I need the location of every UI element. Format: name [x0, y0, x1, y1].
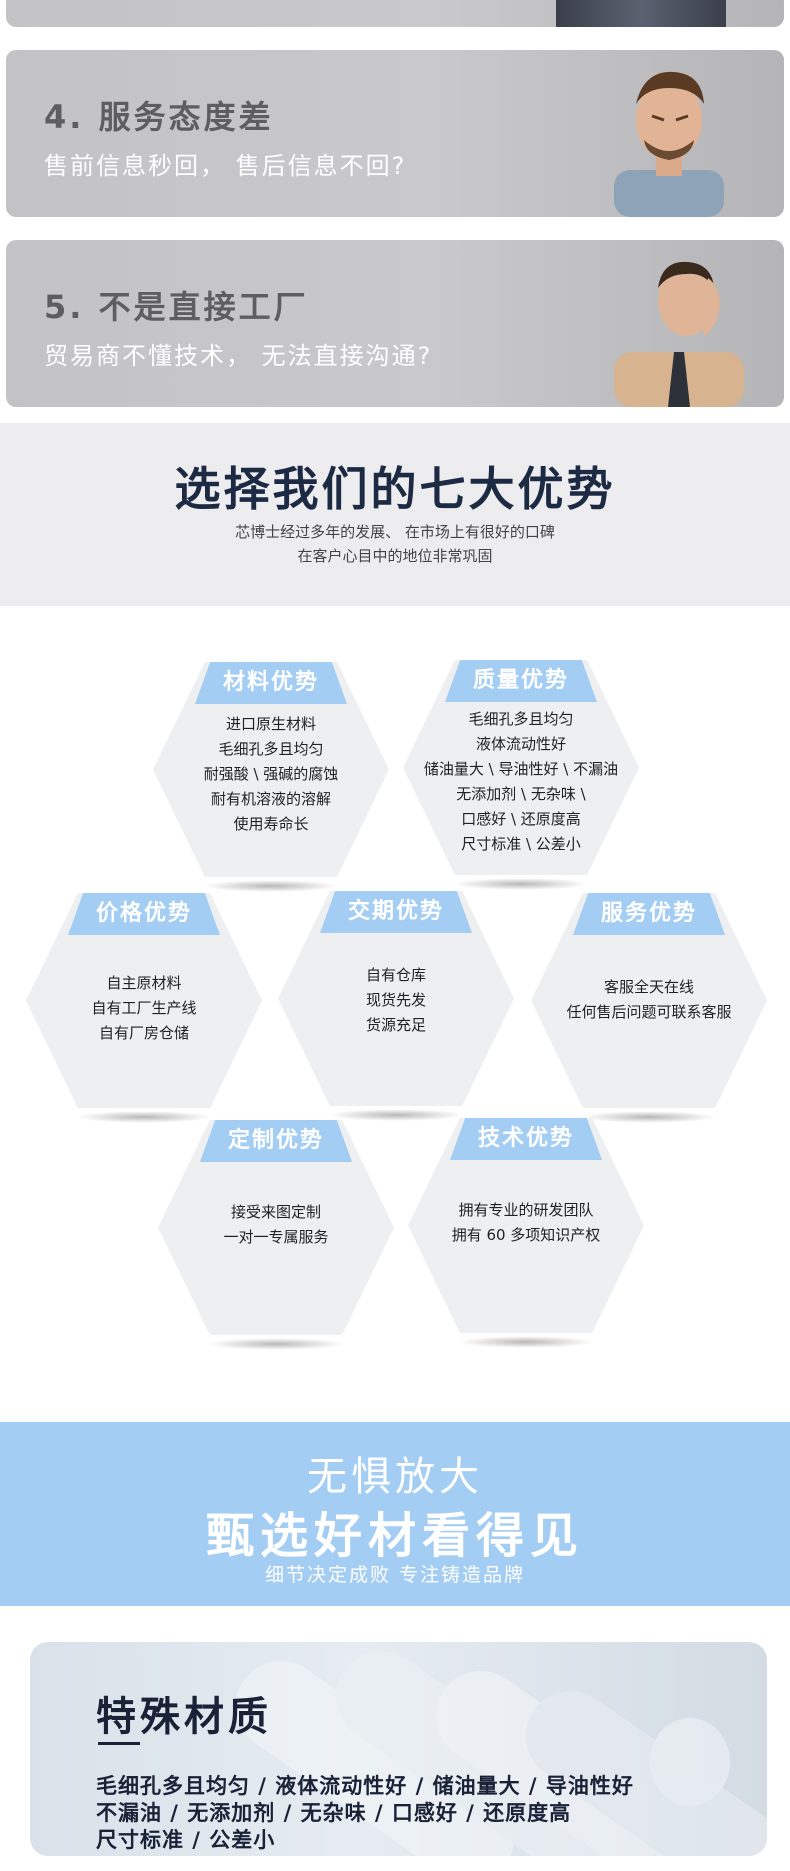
advantage-tag: 技术优势 [450, 1118, 602, 1160]
material-line: 毛细孔多且均匀 / 液体流动性好 / 储油量大 / 导油性好 [96, 1774, 634, 1798]
title-underline [98, 1742, 140, 1745]
advantage-line: 接受来图定制 [230, 1203, 321, 1221]
advantage-line: 自主原材料 [106, 974, 182, 992]
zoom-banner-line2: 甄选好材看得见 [205, 1508, 584, 1564]
advantage-hex-material: 材料优势 进口原生材料 毛细孔多且均匀 耐强酸 \ 强碱的腐蚀 耐有机溶液的溶解… [153, 662, 389, 892]
zoom-banner: 无惧放大 甄选好材看得见 细节决定成败 专注铸造品牌 [0, 1422, 790, 1606]
advantage-line: 储油量大 \ 导油性好 \ 不漏油 [423, 760, 619, 778]
advantage-hex-service: 服务优势 客服全天在线 任何售后问题可联系客服 [531, 893, 767, 1123]
advantage-line: 任何售后问题可联系客服 [566, 1003, 732, 1021]
advantage-line: 客服全天在线 [603, 978, 694, 996]
advantage-line: 自有仓库 [365, 966, 426, 984]
advantage-lines: 进口原生材料 毛细孔多且均匀 耐强酸 \ 强碱的腐蚀 耐有机溶液的溶解 使用寿命… [153, 712, 389, 837]
advantage-line: 自有厂房仓储 [98, 1024, 189, 1042]
advantage-tag: 定制优势 [200, 1120, 352, 1162]
advantage-line: 自有工厂生产线 [91, 999, 197, 1017]
advantage-line: 毛细孔多且均匀 [218, 740, 324, 758]
advantage-line: 液体流动性好 [475, 735, 566, 753]
advantage-line: 尺寸标准 \ 公差小 [461, 835, 581, 853]
advantage-line: 耐有机溶液的溶解 [210, 790, 331, 808]
advantage-lines: 拥有专业的研发团队 拥有 60 多项知识产权 [408, 1198, 644, 1248]
cotton-rods-image [235, 1651, 767, 1856]
advantage-line: 使用寿命长 [233, 815, 309, 833]
material-line: 尺寸标准 / 公差小 [96, 1828, 276, 1852]
person-photo [556, 0, 726, 27]
advantage-tag: 材料优势 [195, 662, 347, 704]
advantage-tag: 价格优势 [68, 893, 220, 935]
advantage-line: 口感好 \ 还原度高 [461, 810, 581, 828]
hexagon-shadow [453, 878, 589, 890]
advantage-line: 无添加剂 \ 无杂味 \ [456, 785, 586, 803]
advantage-tag: 服务优势 [573, 893, 725, 935]
problem-title: 4. 服务态度差 [44, 98, 274, 136]
special-material-card: 特殊材质 毛细孔多且均匀 / 液体流动性好 / 储油量大 / 导油性好 不漏油 … [30, 1642, 767, 1856]
material-line: 不漏油 / 无添加剂 / 无杂味 / 口感好 / 还原度高 [96, 1801, 572, 1825]
advantage-lines: 自主原材料 自有工厂生产线 自有厂房仓储 [26, 971, 262, 1046]
advantage-hex-tech: 技术优势 拥有专业的研发团队 拥有 60 多项知识产权 [408, 1118, 644, 1348]
advantage-line: 拥有 60 多项知识产权 [451, 1226, 601, 1244]
advantage-hex-quality: 质量优势 毛细孔多且均匀 液体流动性好 储油量大 \ 导油性好 \ 不漏油 无添… [403, 660, 639, 890]
advantage-line: 耐强酸 \ 强碱的腐蚀 [203, 765, 339, 783]
advantage-line: 进口原生材料 [225, 715, 316, 733]
advantage-lines: 客服全天在线 任何售后问题可联系客服 [531, 975, 767, 1025]
advantage-hex-price: 价格优势 自主原材料 自有工厂生产线 自有厂房仓储 [26, 893, 262, 1123]
advantage-line: 毛细孔多且均匀 [468, 710, 574, 728]
advantages-header: 选择我们的七大优势 芯博士经过多年的发展、 在市场上有很好的口碑 在客户心目中的… [0, 423, 790, 606]
advantage-line: 现货先发 [365, 991, 426, 1009]
advantage-tag: 质量优势 [445, 660, 597, 702]
hexagon-shadow [328, 1109, 464, 1121]
advantage-line: 一对一专属服务 [223, 1228, 329, 1246]
advantages-subtitle-1: 芯博士经过多年的发展、 在市场上有很好的口碑 [235, 523, 555, 541]
frustrated-man-photo [614, 71, 724, 217]
advantages-title: 选择我们的七大优势 [174, 462, 616, 516]
advantage-line: 货源充足 [365, 1016, 426, 1034]
advantage-hex-custom: 定制优势 接受来图定制 一对一专属服务 [158, 1120, 394, 1350]
advantage-lines: 毛细孔多且均匀 液体流动性好 储油量大 \ 导油性好 \ 不漏油 无添加剂 \ … [403, 707, 639, 857]
previous-problem-card [6, 0, 784, 27]
problem-desc: 贸易商不懂技术， 无法直接沟通? [44, 342, 433, 370]
problem-desc: 售前信息秒回， 售后信息不回? [44, 152, 407, 180]
advantage-line: 拥有专业的研发团队 [458, 1201, 594, 1219]
problem-card-5: 5. 不是直接工厂 贸易商不懂技术， 无法直接沟通? [6, 240, 784, 407]
problem-card-4: 4. 服务态度差 售前信息秒回， 售后信息不回? [6, 50, 784, 217]
advantage-hex-delivery: 交期优势 自有仓库 现货先发 货源充足 [278, 891, 514, 1121]
zoom-banner-line3: 细节决定成败 专注铸造品牌 [264, 1564, 526, 1586]
hexagon-shadow [203, 880, 339, 892]
advantage-lines: 自有仓库 现货先发 货源充足 [278, 963, 514, 1038]
hexagon-shadow [581, 1111, 717, 1123]
hexagon-shadow [76, 1111, 212, 1123]
advantage-lines: 接受来图定制 一对一专属服务 [158, 1200, 394, 1250]
stressed-man-photo [614, 261, 744, 407]
zoom-banner-line1: 无惧放大 [307, 1454, 483, 1500]
problem-title: 5. 不是直接工厂 [44, 288, 309, 326]
advantage-tag: 交期优势 [320, 891, 472, 933]
material-title: 特殊材质 [96, 1694, 272, 1740]
hexagon-shadow [458, 1336, 594, 1348]
advantages-subtitle-2: 在客户心目中的地位非常巩固 [297, 547, 493, 565]
hexagon-shadow [208, 1338, 344, 1350]
